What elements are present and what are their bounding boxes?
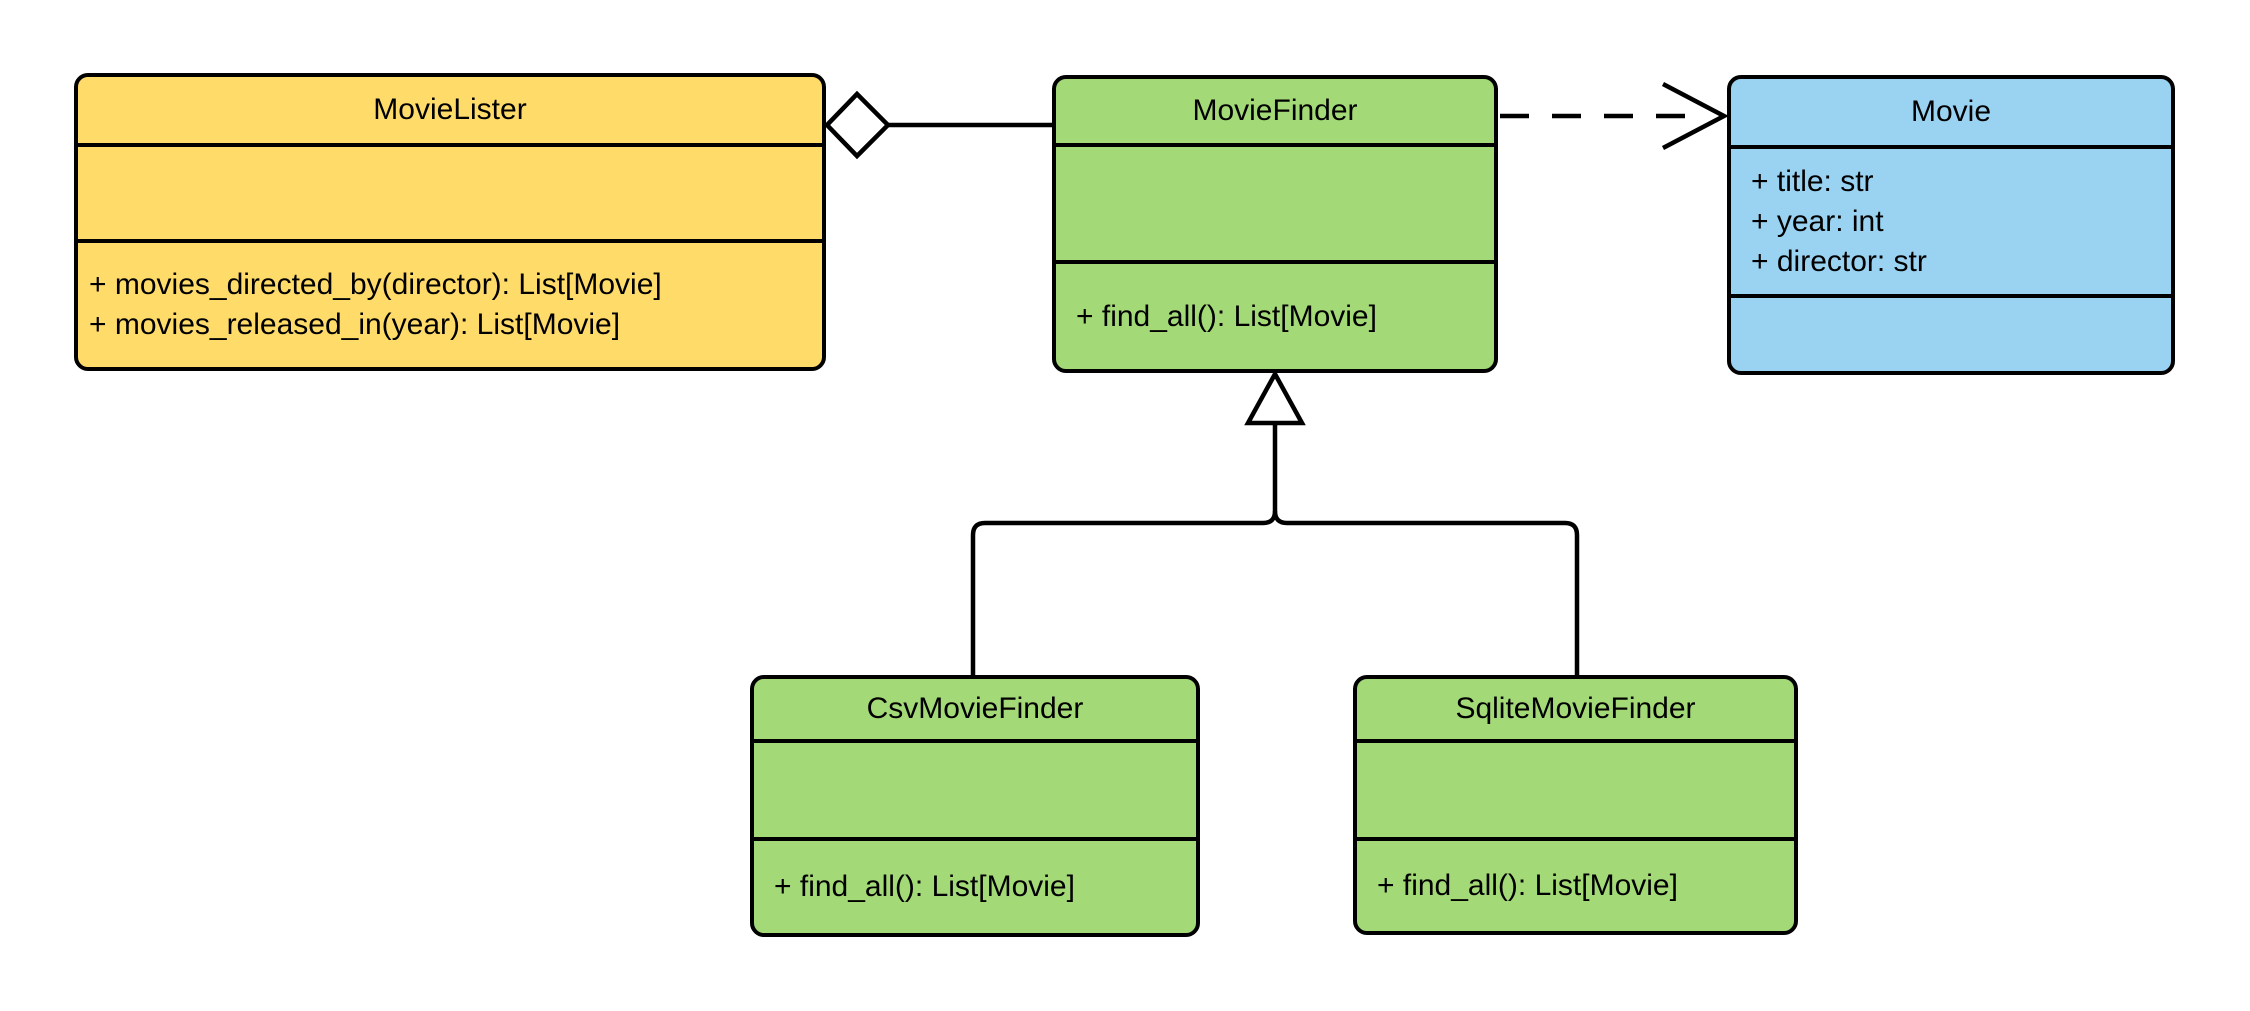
class-box-sqlitemoviefinder[interactable]: SqliteMovieFinder + find_all(): List[Mov… bbox=[1353, 675, 1798, 935]
class-box-movie[interactable]: Movie + title: str + year: int + directo… bbox=[1727, 75, 2175, 375]
inheritance-connector[interactable] bbox=[970, 369, 1580, 677]
attributes-compartment bbox=[754, 743, 1196, 841]
method-label: + find_all(): List[Movie] bbox=[1377, 869, 1678, 902]
attributes-compartment bbox=[1357, 743, 1794, 841]
class-title: SqliteMovieFinder bbox=[1357, 679, 1794, 743]
inheritance-triangle-icon bbox=[1244, 369, 1306, 426]
class-title: MovieFinder bbox=[1056, 79, 1494, 147]
class-title: CsvMovieFinder bbox=[754, 679, 1196, 743]
class-box-moviefinder[interactable]: MovieFinder + find_all(): List[Movie] bbox=[1052, 75, 1498, 373]
attribute-label: + director: str bbox=[1751, 244, 1927, 278]
attribute-label: + title: str bbox=[1751, 164, 1874, 198]
class-box-csvmoviefinder[interactable]: CsvMovieFinder + find_all(): List[Movie] bbox=[750, 675, 1200, 937]
aggregation-diamond-icon bbox=[823, 90, 892, 160]
class-title: MovieLister bbox=[78, 77, 822, 147]
method-label: + find_all(): List[Movie] bbox=[1076, 299, 1377, 333]
methods-compartment: + find_all(): List[Movie] bbox=[1056, 264, 1494, 369]
methods-compartment: + find_all(): List[Movie] bbox=[754, 841, 1196, 933]
method-label: + movies_released_in(year): List[Movie] bbox=[89, 308, 621, 341]
attributes-compartment: + title: str + year: int + director: str bbox=[1731, 149, 2171, 298]
class-title: Movie bbox=[1731, 79, 2171, 149]
methods-compartment: + find_all(): List[Movie] bbox=[1357, 841, 1794, 931]
class-box-movielister[interactable]: MovieLister + movies_directed_by(directo… bbox=[74, 73, 826, 371]
methods-compartment bbox=[1731, 298, 2171, 371]
attributes-compartment bbox=[78, 147, 822, 243]
attribute-label: + year: int bbox=[1751, 204, 1884, 238]
methods-compartment: + movies_directed_by(director): List[Mov… bbox=[78, 243, 822, 367]
method-label: + find_all(): List[Movie] bbox=[774, 870, 1075, 903]
aggregation-connector[interactable] bbox=[823, 90, 1056, 160]
method-label: + movies_directed_by(director): List[Mov… bbox=[89, 268, 662, 301]
open-arrowhead-icon bbox=[1661, 82, 1729, 150]
dependency-connector[interactable] bbox=[1500, 82, 1729, 150]
attributes-compartment bbox=[1056, 147, 1494, 264]
